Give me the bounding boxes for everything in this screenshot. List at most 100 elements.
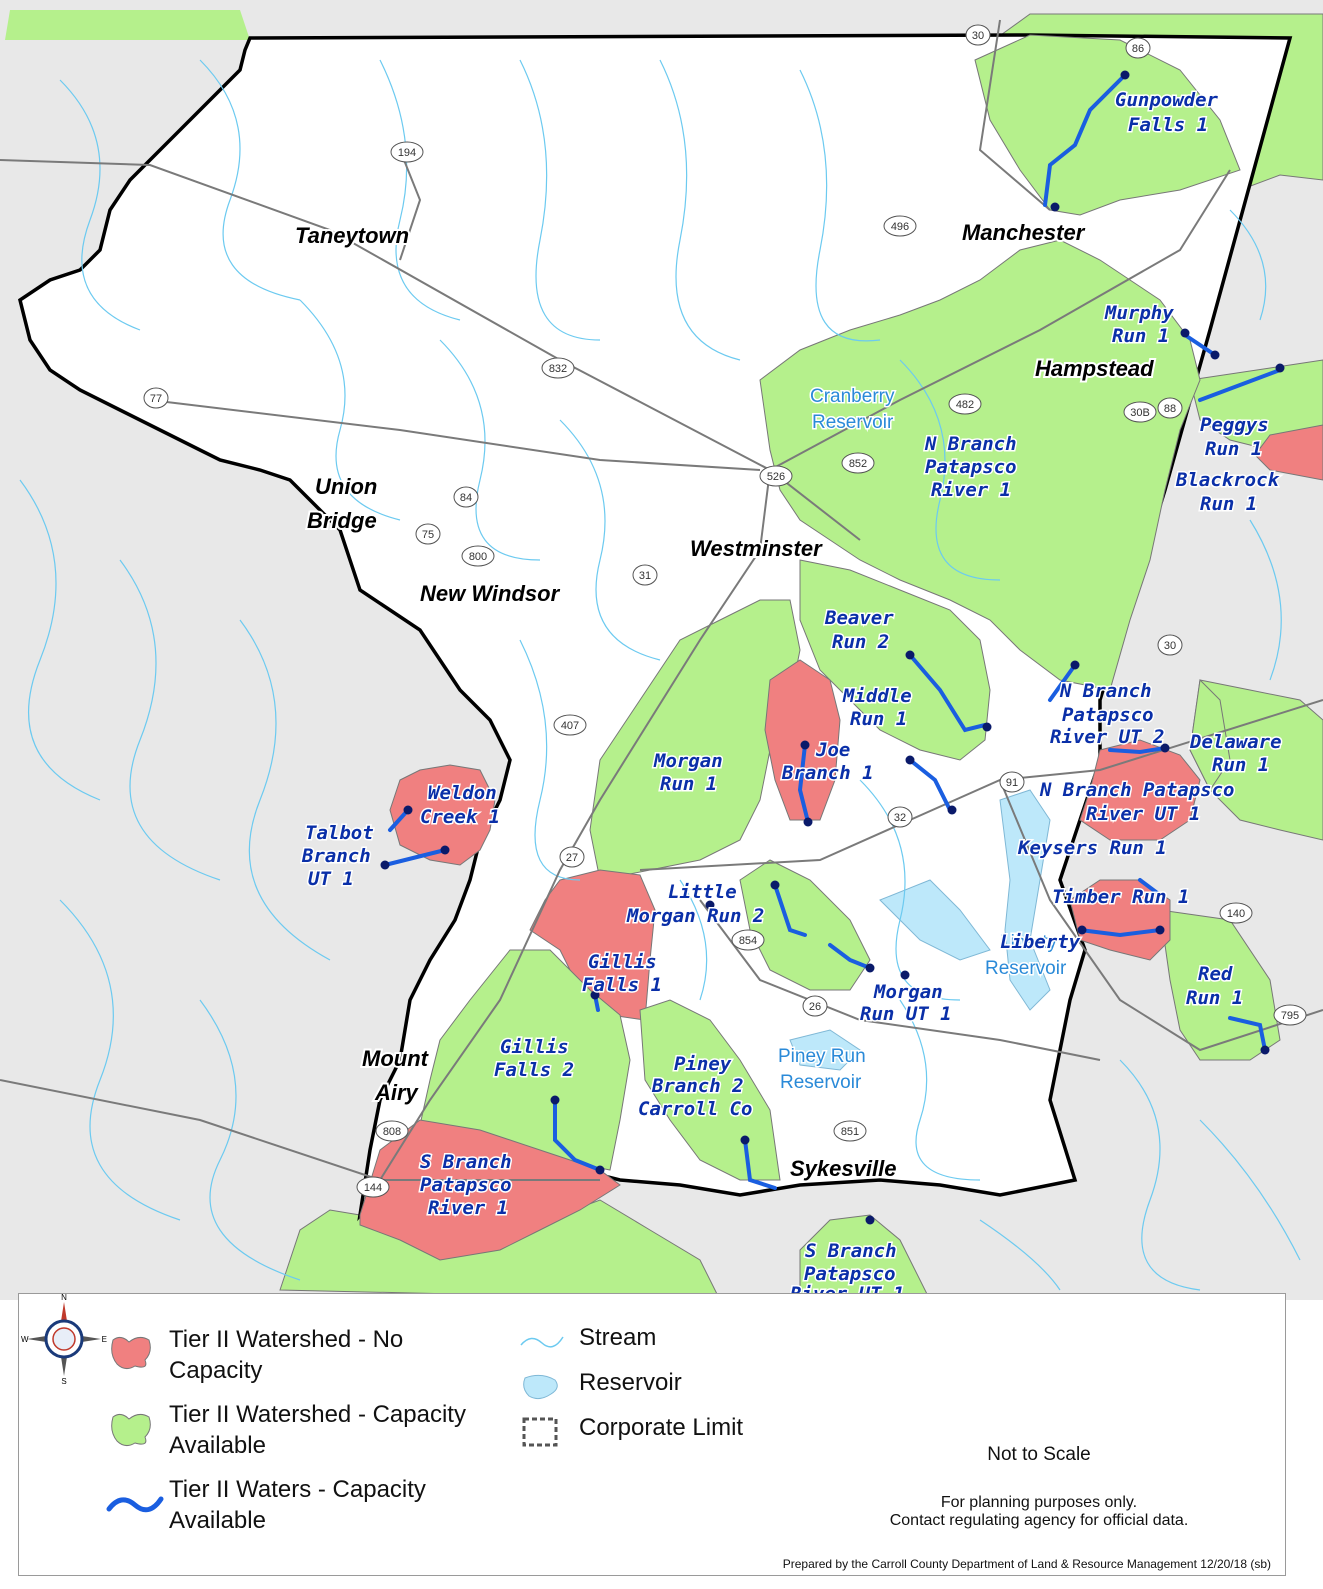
route-shield-number: 30 bbox=[1164, 640, 1176, 652]
route-shield-number: 800 bbox=[469, 551, 487, 563]
liberty-reservoir[interactable] bbox=[999, 789, 1051, 1011]
route-shield-number: 30 bbox=[972, 30, 984, 42]
route-shield: 194 bbox=[390, 141, 424, 163]
legend-corporate-limit: Corporate Limit bbox=[579, 1414, 744, 1441]
water-label: Joe bbox=[815, 739, 850, 761]
route-shield: 32 bbox=[887, 806, 913, 828]
watershed-piney-branch[interactable] bbox=[639, 999, 781, 1181]
water-label: Morgan Run 2 bbox=[626, 905, 764, 927]
town-label: Taneytown bbox=[295, 223, 409, 248]
route-shield: 852 bbox=[841, 452, 875, 474]
route-shield-bg bbox=[1157, 634, 1183, 656]
corporate-limit-swatch bbox=[522, 1417, 558, 1447]
route-shield: 854 bbox=[731, 929, 765, 951]
reservoir-label: Liberty bbox=[1000, 932, 1058, 953]
compass-w: W bbox=[21, 1335, 29, 1344]
stream-swatch bbox=[520, 1336, 564, 1348]
water-label: Creek 1 bbox=[420, 806, 500, 828]
water-label: Run 1 bbox=[850, 708, 907, 730]
tier2-waters bbox=[383, 73, 1282, 1190]
route-shield: 31 bbox=[632, 564, 658, 586]
route-shield-number: 851 bbox=[841, 1126, 859, 1138]
route-shield-bg bbox=[887, 806, 913, 828]
water-label: Run UT 1 bbox=[860, 1003, 952, 1025]
watershed-s-branch-ut[interactable] bbox=[799, 1214, 931, 1300]
no-capacity-swatch bbox=[111, 1336, 151, 1370]
route-shield-number: 832 bbox=[549, 363, 567, 375]
watershed-blackrock-no-capacity[interactable] bbox=[1254, 424, 1323, 481]
route-shield-number: 91 bbox=[1006, 777, 1018, 789]
scale-note: Not to Scale bbox=[987, 1444, 1091, 1465]
water-label: Gunpowder bbox=[1115, 89, 1219, 111]
watershed-joe-branch[interactable] bbox=[764, 659, 841, 821]
route-shield-bg bbox=[833, 1120, 867, 1142]
water-label: Run 1 bbox=[1205, 438, 1262, 460]
watershed-timber-run[interactable] bbox=[1069, 879, 1171, 961]
route-shield-number: 26 bbox=[809, 1001, 821, 1013]
route-shield-bg bbox=[541, 357, 575, 379]
water-label: Gillis bbox=[588, 951, 657, 973]
route-shield: 26 bbox=[802, 995, 828, 1017]
water-label: Keysers Run 1 bbox=[1017, 837, 1167, 859]
streams bbox=[19, 59, 1301, 1291]
route-shield-bg bbox=[841, 452, 875, 474]
water-label: Blackrock bbox=[1175, 469, 1281, 491]
route-shield-number: 84 bbox=[460, 492, 472, 504]
reservoir-label: Reservoir bbox=[812, 412, 894, 433]
water-label: Branch bbox=[301, 845, 371, 867]
town-label: Hampstead bbox=[1035, 356, 1154, 381]
watershed-beaver-middle[interactable] bbox=[799, 559, 991, 761]
water-label: Weldon bbox=[428, 782, 497, 804]
watershed-little-morgan[interactable] bbox=[739, 859, 871, 991]
water-label: Run 1 bbox=[660, 773, 717, 795]
route-shield: 77 bbox=[143, 387, 169, 409]
water-label: Peggys bbox=[1200, 414, 1269, 436]
town-label: Sykesville bbox=[790, 1156, 896, 1181]
capacity-swatch bbox=[111, 1413, 151, 1447]
water-label: River 1 bbox=[931, 479, 1011, 501]
tier2-water-swatch bbox=[106, 1496, 164, 1513]
town-label: Airy bbox=[374, 1080, 420, 1105]
route-shield-number: 31 bbox=[639, 570, 651, 582]
water-label: Murphy bbox=[1104, 302, 1174, 324]
route-shield-number: 526 bbox=[767, 471, 785, 483]
route-shield: 75 bbox=[415, 523, 441, 545]
water-label: River 1 bbox=[428, 1197, 508, 1219]
piney-run-reservoir[interactable] bbox=[789, 1029, 861, 1071]
legend-stream: Stream bbox=[579, 1324, 657, 1351]
route-shield-bg bbox=[802, 995, 828, 1017]
legend-reservoir: Reservoir bbox=[579, 1369, 682, 1396]
town-label: New Windsor bbox=[420, 581, 561, 606]
route-shield: 482 bbox=[948, 393, 982, 415]
route-shield-bg bbox=[461, 545, 495, 567]
route-shield-bg bbox=[632, 564, 658, 586]
route-shield: 30 bbox=[1157, 634, 1183, 656]
water-label: Run 1 bbox=[1186, 987, 1243, 1009]
town-label: Bridge bbox=[307, 508, 377, 533]
watershed-n-branch-patapsco[interactable] bbox=[759, 239, 1201, 691]
water-label: Red bbox=[1198, 963, 1233, 985]
route-shield-bg bbox=[883, 215, 917, 237]
watershed-gunpowder-falls[interactable] bbox=[974, 34, 1241, 216]
route-shield: 407 bbox=[553, 714, 587, 736]
water-label: Run 1 bbox=[1212, 754, 1269, 776]
water-label: Falls 2 bbox=[494, 1059, 574, 1081]
legend-capacity: Tier II Watershed - Capacity Available bbox=[169, 1399, 466, 1461]
water-label: Piney bbox=[674, 1053, 732, 1075]
route-shield-bg bbox=[559, 846, 585, 868]
route-shield-number: 482 bbox=[956, 399, 974, 411]
route-shield-number: 88 bbox=[1164, 403, 1176, 415]
watershed-s-branch-patapsco[interactable] bbox=[359, 1119, 621, 1261]
route-shield: 808 bbox=[375, 1120, 409, 1142]
route-shield-number: 852 bbox=[849, 458, 867, 470]
liberty-reservoir-arm[interactable] bbox=[879, 879, 991, 961]
watershed-weldon-creek[interactable] bbox=[389, 764, 496, 866]
route-shield-bg bbox=[1273, 1004, 1307, 1026]
route-shield-bg bbox=[143, 387, 169, 409]
town-label: Union bbox=[315, 474, 377, 499]
watershed-gillis-falls-1[interactable] bbox=[529, 869, 656, 1021]
compass-n: N bbox=[61, 1294, 67, 1302]
